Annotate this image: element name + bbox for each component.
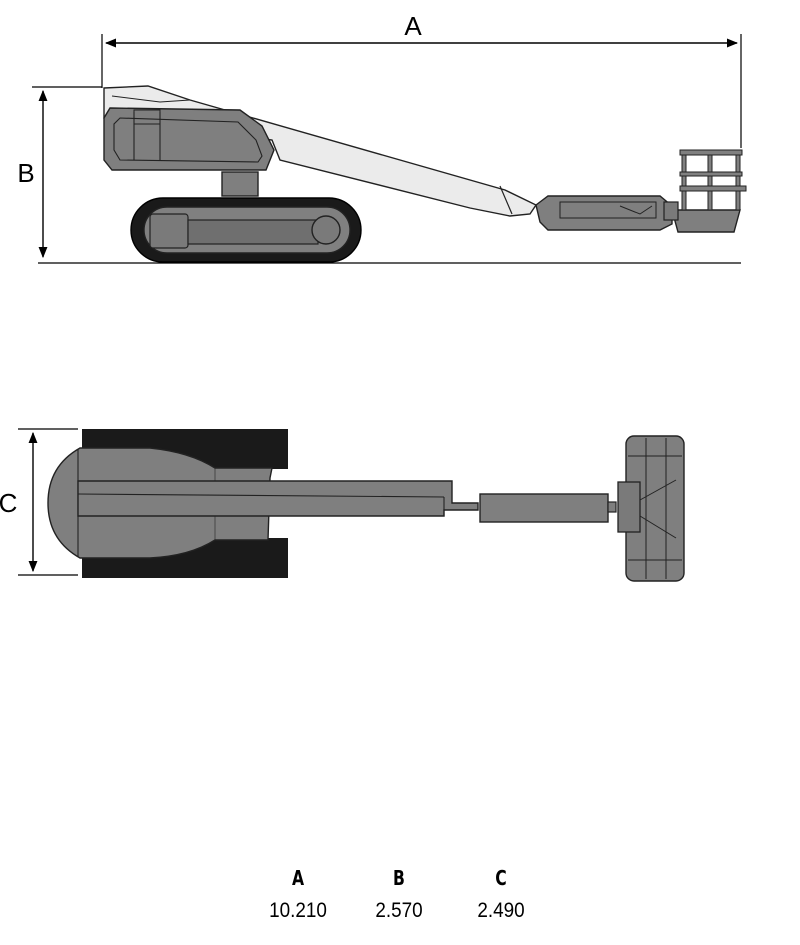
value-c: 2.490 xyxy=(477,899,525,922)
dimension-b: B xyxy=(17,86,102,259)
dimension-a: A xyxy=(101,11,742,148)
column-header-b: B xyxy=(393,866,405,890)
dimension-a-label: A xyxy=(404,11,422,41)
platform-basket xyxy=(663,149,747,233)
dimension-c: C xyxy=(0,428,78,576)
value-a: 10.210 xyxy=(269,899,327,922)
dimension-c-label: C xyxy=(0,488,17,518)
main-boom-top xyxy=(77,480,479,517)
jib-top xyxy=(479,493,609,523)
top-view: C xyxy=(0,428,685,582)
jib-arm xyxy=(535,195,673,231)
column-header-c: C xyxy=(495,866,507,890)
platform-top xyxy=(617,435,685,582)
column-header-a: A xyxy=(291,866,305,890)
value-b: 2.570 xyxy=(375,899,423,922)
side-view: A B xyxy=(17,11,747,264)
crawler-track xyxy=(130,197,362,263)
dimension-b-label: B xyxy=(17,158,34,188)
turret-post xyxy=(221,171,259,197)
